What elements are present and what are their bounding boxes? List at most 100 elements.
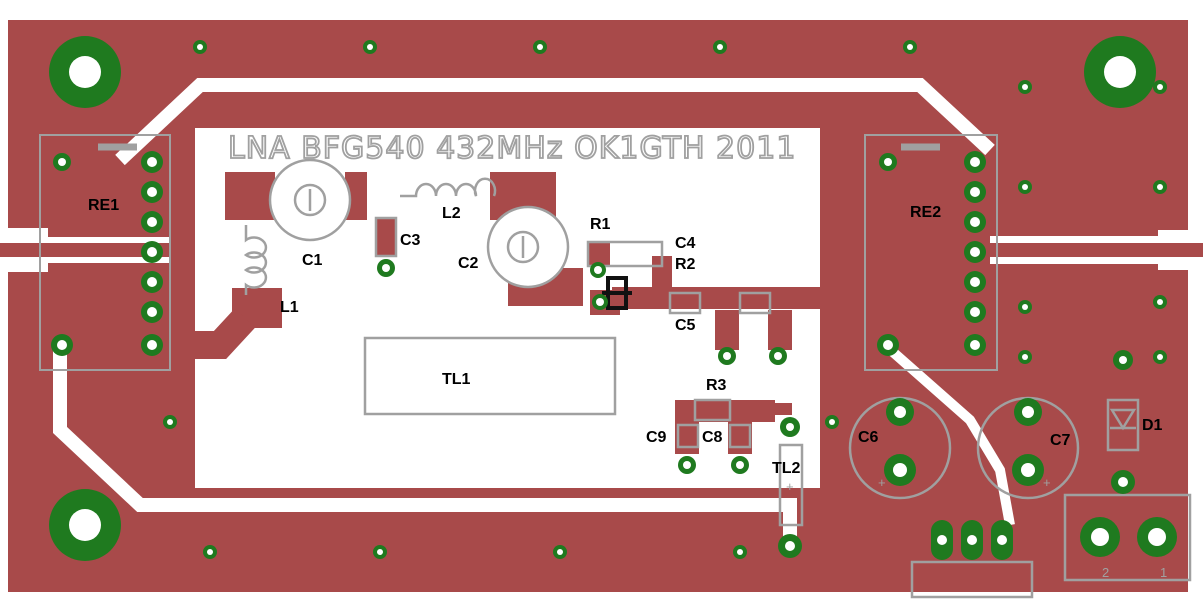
label-c3: C3 xyxy=(400,232,421,249)
mounting-hole-3-drill xyxy=(69,509,101,541)
via-9-drill xyxy=(1157,184,1163,190)
via-3-drill xyxy=(537,44,543,50)
label-c9: C9 xyxy=(646,429,667,446)
c7-pad-top-drill xyxy=(1022,406,1034,418)
label-tl2: TL2 xyxy=(772,460,801,477)
c3-outline xyxy=(374,216,398,258)
re1-pin-1-drill xyxy=(147,157,157,167)
label-r2: R2 xyxy=(675,256,696,273)
pad-c5-b xyxy=(768,310,792,350)
re2-outline xyxy=(864,134,998,371)
component-labels: RE1 RE2 C1 C2 C3 C4 R2 C5 L1 L2 R1 TL1 R… xyxy=(88,197,1167,580)
c5b-outline xyxy=(738,291,772,315)
label-c8: C8 xyxy=(702,429,723,446)
c5-outline xyxy=(668,291,702,315)
regulator-pin-2-drill xyxy=(967,535,977,545)
trace-output-strip xyxy=(612,287,862,309)
via-10-drill xyxy=(1022,304,1028,310)
label-re1: RE1 xyxy=(88,197,119,214)
c7-pad-bottom-drill xyxy=(1021,463,1035,477)
label-re2: RE2 xyxy=(910,204,941,221)
silkscreen xyxy=(243,158,1192,599)
label-c5: C5 xyxy=(675,317,696,334)
c9-outline xyxy=(676,423,700,449)
trace-l1-to-re1 xyxy=(180,308,256,359)
trace-bias xyxy=(752,403,792,415)
pad-c8 xyxy=(728,422,752,454)
label-r3: R3 xyxy=(706,377,727,394)
re2-coil-pin-a-drill xyxy=(884,158,892,166)
r1-r2-outline xyxy=(586,240,664,268)
d1-outline xyxy=(1106,398,1140,452)
l2-coil xyxy=(400,177,497,198)
c7-plus-mark: + xyxy=(1043,475,1051,490)
isolation-ring-left xyxy=(53,340,797,545)
connector-pin1-label: 1 xyxy=(1160,565,1167,580)
via-12-drill xyxy=(167,419,173,425)
re2-coil-pin-b-drill xyxy=(883,340,893,350)
via-13-drill xyxy=(829,419,835,425)
copper-layer xyxy=(0,20,1203,592)
via-8-drill xyxy=(1022,184,1028,190)
c5-pad-b-drill xyxy=(774,352,782,360)
re1-pin-6-drill xyxy=(147,307,157,317)
via-14-drill xyxy=(207,549,213,555)
re1-coil-pin-a-drill xyxy=(58,158,66,166)
label-c4: C4 xyxy=(675,235,696,252)
c3-pad-drill xyxy=(382,264,390,272)
pads-layer xyxy=(49,36,1177,561)
via-5-drill xyxy=(907,44,913,50)
label-r1: R1 xyxy=(590,216,611,233)
via-2-drill xyxy=(367,44,373,50)
regulator-outline xyxy=(910,560,1034,599)
via-11-drill xyxy=(1157,299,1163,305)
c5-pad-a-drill xyxy=(723,352,731,360)
via-17-drill xyxy=(737,549,743,555)
re2-pin-5-drill xyxy=(970,277,980,287)
c6-pad-bottom-drill xyxy=(893,463,907,477)
pad-r1 xyxy=(588,243,610,265)
pad-c5-a xyxy=(715,310,739,350)
re1-pin-2-drill xyxy=(147,187,157,197)
mounting-hole-1-drill xyxy=(69,56,101,88)
re2-pin-4-drill xyxy=(970,247,980,257)
c9-pad-drill xyxy=(683,461,691,469)
tl1-outline xyxy=(363,336,617,416)
c8-outline xyxy=(728,423,752,449)
pad-r3 xyxy=(675,400,775,422)
c6-plus-mark: + xyxy=(878,475,886,490)
l1-coil xyxy=(243,225,268,295)
d1-pad-bottom-drill xyxy=(1118,477,1128,487)
tl2-pad-bottom-drill xyxy=(785,541,795,551)
via-16-drill xyxy=(557,549,563,555)
label-d1: D1 xyxy=(1142,417,1163,434)
via-15-drill xyxy=(377,549,383,555)
re1-outline xyxy=(39,134,171,371)
label-c2: C2 xyxy=(458,255,479,272)
via-7-drill xyxy=(1157,84,1163,90)
r1-pad-a-drill xyxy=(594,266,602,274)
re2-pin-3-drill xyxy=(970,217,980,227)
r3-outline xyxy=(693,398,732,422)
isolation-ring-top xyxy=(115,78,995,166)
label-tl1: TL1 xyxy=(442,371,471,388)
board-title: LNA BFG540 432MHz OK1GTH 2011 xyxy=(228,131,796,166)
connector-pin-2-drill xyxy=(1091,528,1109,546)
label-l1: L1 xyxy=(280,299,299,316)
via-4-drill xyxy=(717,44,723,50)
d1-diode-symbol xyxy=(1109,408,1137,431)
c6-pad-top-drill xyxy=(894,406,906,418)
tl2-pad-top-drill xyxy=(786,423,794,431)
isolation-ring-right xyxy=(881,341,1015,526)
pad-c3 xyxy=(376,218,396,256)
re1-pin-7-drill xyxy=(147,340,157,350)
via-19-drill xyxy=(1157,354,1163,360)
label-c6: C6 xyxy=(858,429,879,446)
tl2-outline xyxy=(778,443,804,527)
label-l2: L2 xyxy=(442,205,461,222)
via-1-drill xyxy=(197,44,203,50)
regulator-pin-1-drill xyxy=(937,535,947,545)
re2-pin-2-drill xyxy=(970,187,980,197)
re2-pin-6-drill xyxy=(970,307,980,317)
label-c1: C1 xyxy=(302,252,323,269)
